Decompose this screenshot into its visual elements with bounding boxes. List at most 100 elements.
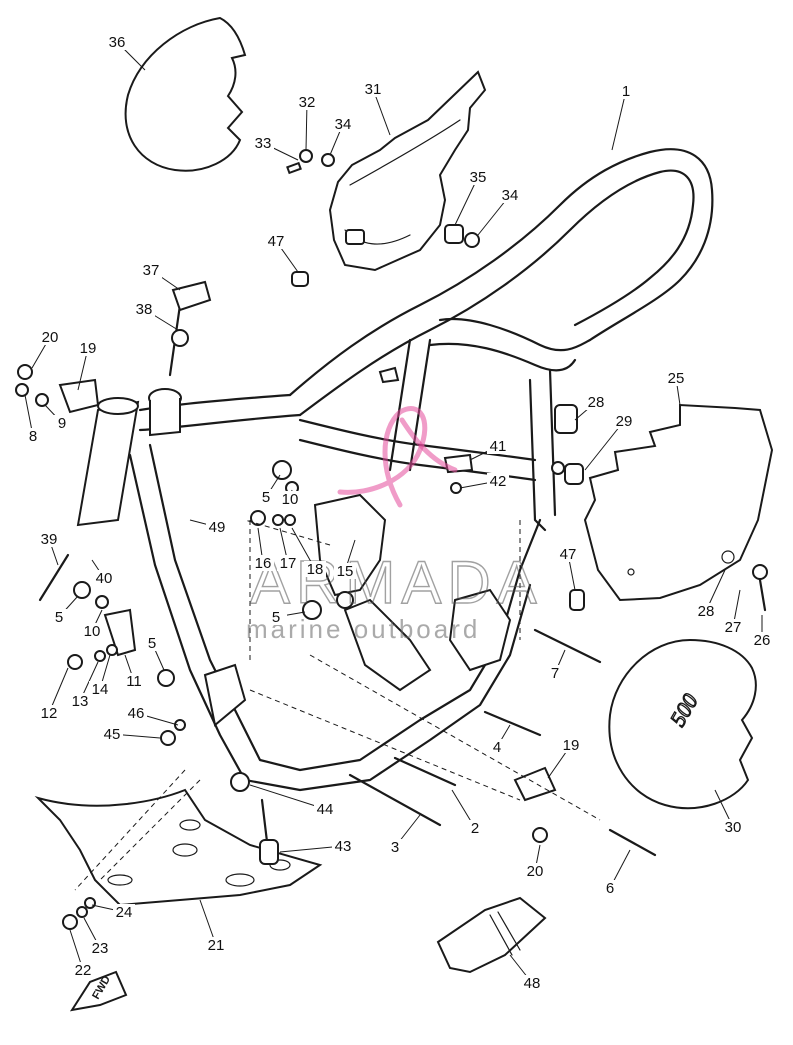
callout-label-backdrop xyxy=(77,340,99,356)
callout-label-backdrop xyxy=(544,665,566,681)
callout-label-backdrop xyxy=(722,819,744,835)
callout-label-backdrop xyxy=(89,681,111,697)
callout-label: 29 xyxy=(616,413,633,430)
callout-label: 28 xyxy=(588,394,605,411)
callout-label: 47 xyxy=(268,233,285,250)
callout-label: 6 xyxy=(606,880,614,897)
callout-label: 25 xyxy=(668,370,685,387)
callout-label: 20 xyxy=(527,863,544,880)
callout-label-backdrop xyxy=(81,623,103,639)
callout-label-backdrop xyxy=(332,838,354,854)
callout-label: 27 xyxy=(725,619,742,636)
callout-label: 34 xyxy=(502,187,519,204)
installation-lines xyxy=(74,519,601,891)
callout-label-backdrop xyxy=(48,609,70,625)
callout-label-backdrop xyxy=(38,705,60,721)
callout-label-backdrop xyxy=(613,413,635,429)
callout-label-backdrop xyxy=(140,262,162,278)
callout-label-backdrop xyxy=(93,570,115,586)
callout-label-backdrop xyxy=(722,619,744,635)
callout-label-backdrop xyxy=(265,609,287,625)
callout-label: 31 xyxy=(365,81,382,98)
callout-leader-line xyxy=(249,784,326,810)
callout-label: 24 xyxy=(116,904,133,921)
callout-label: 9 xyxy=(58,415,66,432)
callout-label: 3 xyxy=(391,839,399,856)
steering-head xyxy=(76,388,182,527)
engine-mount-plates xyxy=(58,378,512,727)
callout-label: 12 xyxy=(41,705,58,722)
callout-label: 38 xyxy=(136,301,153,318)
callout-label-backdrop xyxy=(205,937,227,953)
callout-label-backdrop xyxy=(296,94,318,110)
callout-label: 26 xyxy=(754,632,771,649)
callout-label-backdrop xyxy=(141,635,163,651)
callout-label-backdrop xyxy=(72,962,94,978)
callout-label-backdrop xyxy=(332,116,354,132)
callout-label-backdrop xyxy=(206,519,228,535)
callout-leader-line xyxy=(611,90,627,151)
number-plate-30: 500 xyxy=(608,638,757,810)
callout-label-backdrop xyxy=(524,863,546,879)
callout-label: 42 xyxy=(490,473,507,490)
callout-label-backdrop xyxy=(69,693,91,709)
callout-label: 23 xyxy=(92,940,109,957)
callout-label: 48 xyxy=(524,975,541,992)
long-bolts xyxy=(38,303,657,857)
callout-label-backdrop xyxy=(125,705,147,721)
callout-label-backdrop xyxy=(585,394,607,410)
callout-label-backdrop xyxy=(252,135,274,151)
callout-label: 41 xyxy=(490,438,507,455)
callout-label-backdrop xyxy=(521,975,543,991)
skid-plate-21 xyxy=(34,788,323,907)
callout-label: 15 xyxy=(337,563,354,580)
callout-label: 11 xyxy=(126,673,142,690)
callout-label: 8 xyxy=(29,428,37,445)
callout-label: 17 xyxy=(280,555,297,572)
callout-label-backdrop xyxy=(113,904,135,920)
callout-label-backdrop xyxy=(599,880,621,896)
callout-label: 10 xyxy=(282,491,299,508)
callout-label: 19 xyxy=(80,340,97,357)
callout-label: 21 xyxy=(208,937,225,954)
callout-label-backdrop xyxy=(464,820,486,836)
callout-label: 10 xyxy=(84,623,101,640)
callout-label: 7 xyxy=(551,665,559,682)
callout-label-backdrop xyxy=(51,415,73,431)
callout-label: 16 xyxy=(255,555,272,572)
callout-label-backdrop xyxy=(557,546,579,562)
side-cover-36 xyxy=(124,16,247,172)
small-hardware xyxy=(15,149,768,930)
callout-label: 40 xyxy=(96,570,113,587)
callout-label: 45 xyxy=(104,726,121,743)
callout-label-backdrop xyxy=(486,739,508,755)
tank-cover-31 xyxy=(328,70,487,272)
callout-label: 46 xyxy=(128,705,145,722)
callout-label: 43 xyxy=(335,838,352,855)
callout-label: 5 xyxy=(272,609,280,626)
callout-label: 36 xyxy=(109,34,126,51)
callout-label-backdrop xyxy=(304,561,326,577)
callout-label: 5 xyxy=(262,489,270,506)
callout-label: 49 xyxy=(209,519,226,536)
callout-label-backdrop xyxy=(314,801,336,817)
callout-label: 44 xyxy=(317,801,334,818)
callout-label-backdrop xyxy=(384,839,406,855)
callout-label: 47 xyxy=(560,546,577,563)
side-cover-25 xyxy=(583,403,774,602)
callout-label: 2 xyxy=(471,820,479,837)
callout-label-backdrop xyxy=(467,169,489,185)
callout-label: 18 xyxy=(307,561,324,578)
callout-label: 35 xyxy=(470,169,487,186)
callout-label-backdrop xyxy=(22,428,44,444)
callout-label-backdrop xyxy=(334,563,356,579)
callout-label: 5 xyxy=(148,635,156,652)
callout-label-backdrop xyxy=(615,83,637,99)
callout-label-backdrop xyxy=(89,940,111,956)
callout-label: 1 xyxy=(622,83,630,100)
callout-label: 14 xyxy=(92,681,109,698)
callout-label-backdrop xyxy=(499,187,521,203)
callout-label: 32 xyxy=(299,94,316,111)
callout-label-backdrop xyxy=(277,555,299,571)
